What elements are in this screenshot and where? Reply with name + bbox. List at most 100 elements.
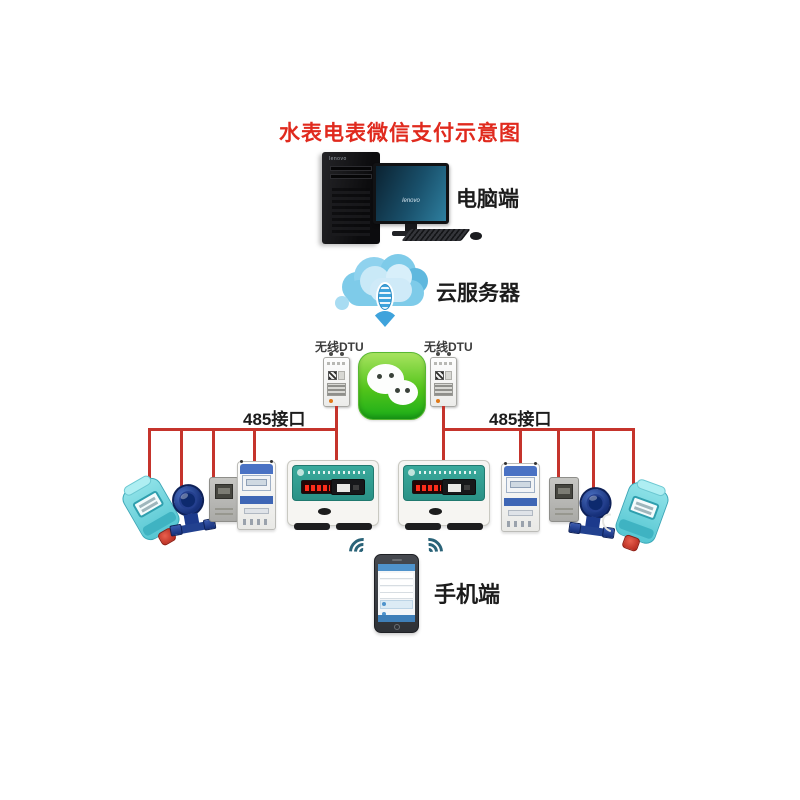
arrow-shaft <box>378 284 392 310</box>
dtu-tag <box>338 371 345 380</box>
connection-line <box>442 406 445 430</box>
app-footer-bar <box>378 615 415 622</box>
keyboard-icon <box>401 229 471 241</box>
panel-button <box>429 508 442 515</box>
phone-home-button <box>393 624 400 630</box>
panel-window <box>331 479 365 495</box>
led-display <box>301 480 333 494</box>
terminal-dots <box>243 519 270 525</box>
app-list-row <box>380 580 413 586</box>
card-slot-stripe <box>504 498 537 506</box>
panel-header-text <box>308 471 367 474</box>
bus-line-right <box>442 428 635 431</box>
control-box-right-icon <box>398 460 490 530</box>
rs485-left-label: 485接口 <box>243 410 306 429</box>
mouse-icon <box>470 232 482 240</box>
connection-line <box>442 428 445 461</box>
panel-button <box>318 508 331 515</box>
meter-lcd <box>242 475 271 491</box>
cloud-server-icon <box>335 254 428 332</box>
led-digits <box>416 485 441 491</box>
dtu-left-label: 无线DTU <box>315 340 364 354</box>
card-slot-stripe <box>240 496 273 504</box>
rs485-right-label: 485接口 <box>489 410 552 429</box>
led-digits <box>305 485 330 491</box>
box-foot <box>405 523 441 530</box>
dtu-led <box>329 399 333 403</box>
card-slot <box>508 510 533 516</box>
meter-lcd <box>506 477 535 493</box>
diagram-title: 水表电表微信支付示意图 <box>279 122 521 145</box>
tower-brand-text: lenovo <box>329 156 347 162</box>
mobile-label: 手机端 <box>434 582 501 607</box>
window-card <box>337 484 350 492</box>
app-banner <box>380 600 413 609</box>
connection-line <box>557 428 560 478</box>
drive-bay <box>330 174 372 179</box>
window-chip <box>464 485 470 490</box>
phone-screen <box>378 564 415 622</box>
prepaid-meter-icon <box>209 477 239 522</box>
app-list-row <box>380 587 413 593</box>
prepaid-meter-icon <box>549 477 579 522</box>
connection-line <box>148 428 151 484</box>
connection-line <box>519 428 522 464</box>
screw <box>504 462 507 465</box>
arrow-head <box>371 311 399 341</box>
box-foot <box>294 523 330 530</box>
control-panel <box>403 465 485 501</box>
window-card <box>448 484 461 492</box>
screw <box>270 460 273 463</box>
dtu-label-lines <box>327 362 346 365</box>
dtu-grill <box>434 383 453 396</box>
panel-header-text <box>419 471 478 474</box>
box-foot <box>336 523 372 530</box>
connection-line <box>632 428 635 484</box>
dtu-device-left-icon <box>323 352 350 407</box>
terminal-dots <box>507 521 534 527</box>
phone-earpiece <box>391 559 402 561</box>
display-inner <box>558 488 570 494</box>
connection-line <box>592 428 595 488</box>
cloud-server-label: 云服务器 <box>436 282 520 305</box>
computer-tower-icon: lenovo <box>322 152 380 244</box>
monitor-screen: lenovo <box>376 166 446 221</box>
mechanical-water-meter-icon <box>166 481 217 541</box>
dtu-right-label: 无线DTU <box>424 340 473 354</box>
dtu-label-lines <box>434 362 453 365</box>
connection-line <box>335 406 338 430</box>
meter-display <box>555 484 573 499</box>
connection-line <box>335 428 338 461</box>
window-chip <box>353 485 359 490</box>
wechat-eye <box>395 388 400 393</box>
pipe-fitting <box>568 521 582 535</box>
lcd-inner <box>246 479 267 486</box>
meter-display <box>215 484 233 499</box>
electric-meter-icon <box>501 462 540 532</box>
dtu-device-right-icon <box>430 352 457 407</box>
connection-line <box>253 428 256 462</box>
monitor-stand <box>405 224 417 232</box>
smartphone-icon <box>374 554 419 633</box>
antenna-dots <box>436 352 440 356</box>
meter-top-band <box>240 464 273 474</box>
computer-label: 电脑端 <box>456 188 519 211</box>
wechat-bubble-small <box>388 380 418 405</box>
wechat-eye <box>377 374 382 379</box>
screw <box>534 462 537 465</box>
lcd-lines <box>138 496 156 509</box>
lcd-inner <box>510 481 531 488</box>
drive-bay <box>330 166 372 171</box>
app-header-bar <box>378 564 415 571</box>
lcd-lines <box>635 501 654 511</box>
screen-brand-text: lenovo <box>402 197 420 204</box>
wechat-icon <box>358 352 426 420</box>
panel-logo <box>408 469 415 476</box>
led-display <box>412 480 444 494</box>
dtu-grill <box>327 383 346 396</box>
cloud-puff-small <box>335 296 349 310</box>
panel-logo <box>297 469 304 476</box>
app-list-row <box>380 573 413 579</box>
card-slot <box>244 508 269 514</box>
